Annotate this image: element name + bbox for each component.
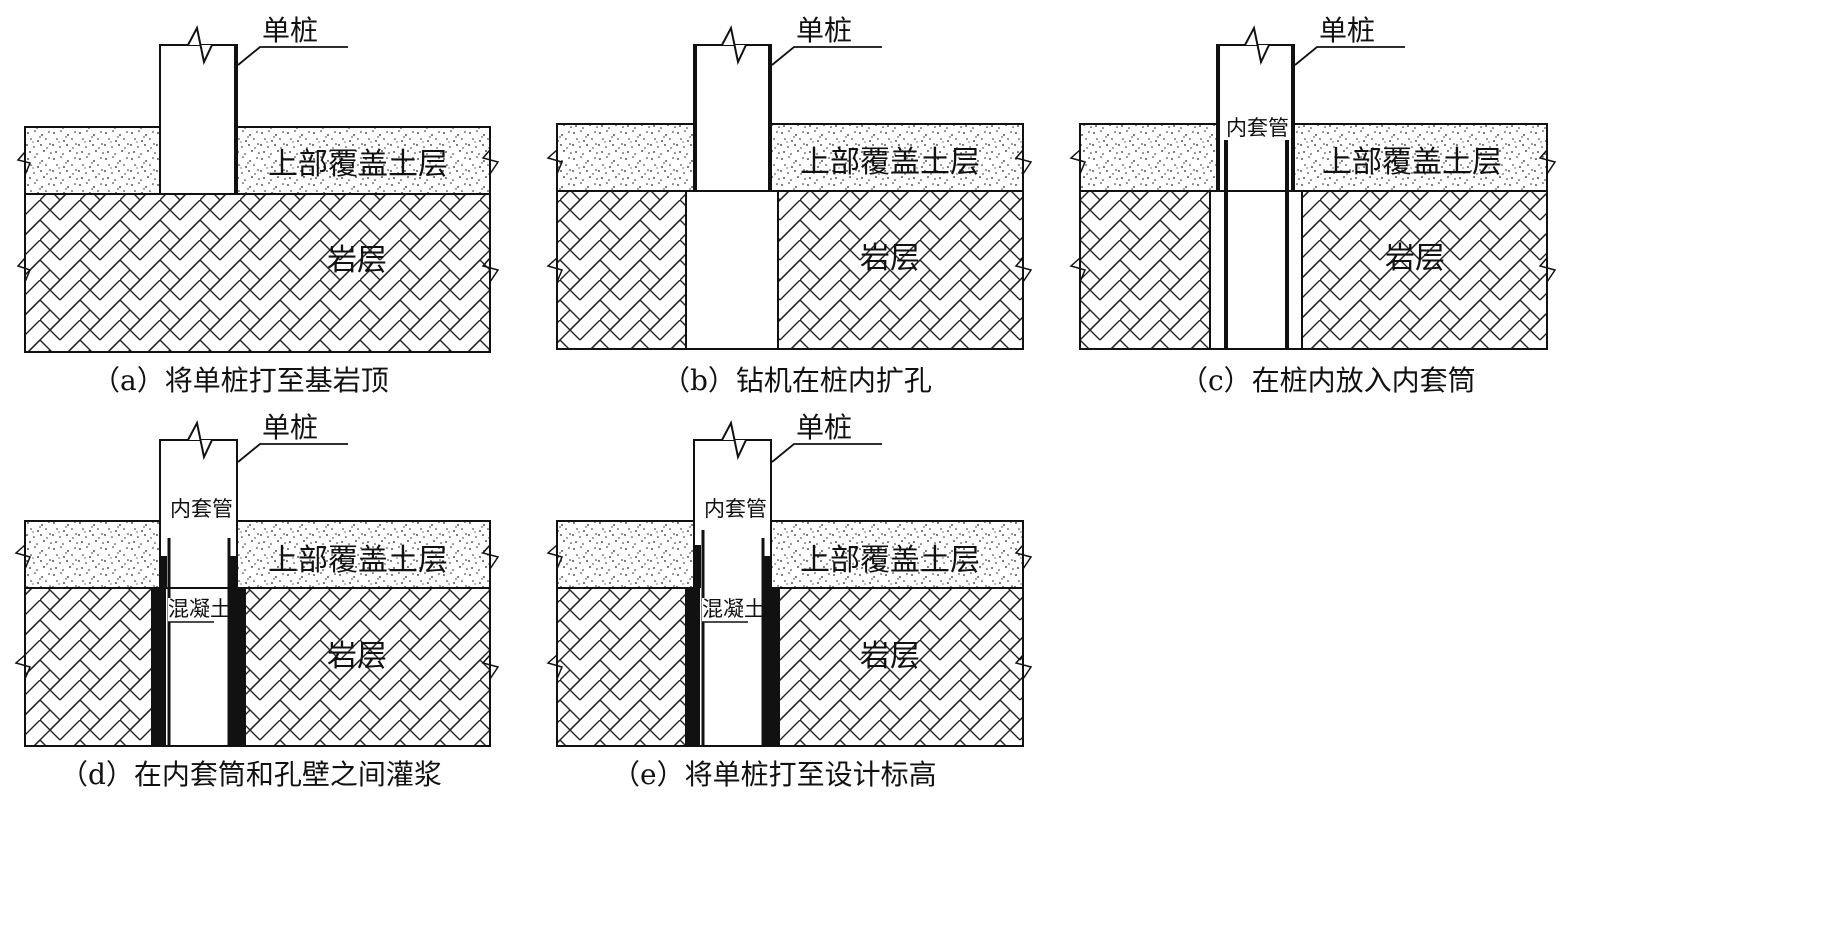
pile-leader (771, 443, 882, 463)
rock-layer (24, 587, 491, 747)
break-line-left (546, 654, 564, 680)
pile-leader (1294, 46, 1405, 66)
break-line-right (1014, 149, 1033, 175)
pile-label: 单桩 (796, 14, 852, 47)
break-line-right (481, 544, 500, 570)
break-line-right (481, 257, 500, 283)
rock-label: 岩层 (1385, 241, 1445, 276)
panel-b: 单桩 上部覆盖土层 岩层 （b）钻机在桩内扩孔 (546, 14, 1033, 397)
concrete-label: 混凝土 (168, 597, 231, 621)
rock-label: 岩层 (860, 639, 920, 674)
pile-break (694, 25, 771, 66)
break-line-right (1014, 544, 1033, 570)
overburden-layer (1079, 123, 1548, 192)
break-line-left (14, 544, 32, 570)
rock-label: 岩层 (327, 243, 387, 278)
overburden-label: 上部覆盖土层 (800, 543, 980, 578)
break-line-left (1069, 257, 1087, 283)
break-line-left (546, 544, 564, 570)
pile-leader (237, 46, 348, 66)
grout-right-upper (230, 556, 237, 588)
pile-break (160, 420, 237, 461)
pile-label: 单桩 (262, 411, 318, 444)
break-line-right (1014, 257, 1033, 283)
panel-a-caption: （a）将单桩打至基岩顶 (92, 364, 389, 397)
panel-d: 内套管 混凝土 单桩 上部覆盖土层 岩层 （d）在内套筒和孔壁之间灌浆 (14, 411, 500, 791)
rock-layer (24, 193, 491, 353)
panel-b-caption: （b）钻机在桩内扩孔 (662, 364, 932, 397)
break-line-left (546, 149, 564, 175)
rock-label: 岩层 (860, 241, 920, 276)
break-line-left (16, 257, 32, 283)
inner-casing-label: 内套管 (1226, 116, 1289, 140)
grout-right (764, 588, 779, 746)
grout-left-upper (160, 556, 167, 588)
pile-label: 单桩 (262, 14, 318, 47)
pile (693, 44, 772, 192)
break-line-right (1014, 654, 1033, 680)
panel-e-caption: （e）将单桩打至设计标高 (612, 758, 937, 791)
rock-layer (556, 190, 1024, 350)
pile-leader (237, 443, 348, 463)
break-line-left (1069, 149, 1087, 175)
grout-left (686, 588, 700, 746)
grout-left (152, 588, 166, 746)
panel-d-caption: （d）在内套筒和孔壁之间灌浆 (60, 758, 442, 791)
break-line-right (1538, 257, 1557, 283)
pile-break (694, 420, 771, 461)
inner-casing-label: 内套管 (704, 497, 767, 521)
pile-label: 单桩 (796, 411, 852, 444)
panel-a: 单桩 上部覆盖土层 岩层 （a）将单桩打至基岩顶 (16, 14, 500, 397)
pile-break (1217, 25, 1294, 66)
panel-c: 内套管 单桩 上部覆盖土层 岩层 （c）在桩内放入内套筒 (1069, 14, 1557, 397)
panel-e: 内套管 混凝土 单桩 上部覆盖土层 岩层 （e）将单桩打至设计标高 (546, 411, 1033, 791)
rock-label: 岩层 (327, 639, 387, 674)
overburden-layer (556, 123, 1024, 192)
pile-label: 单桩 (1319, 14, 1375, 47)
overburden-label: 上部覆盖土层 (268, 543, 448, 578)
break-line-right (481, 149, 500, 175)
pile (693, 439, 772, 747)
overburden-label: 上部覆盖土层 (800, 145, 980, 180)
grout-right-upper (764, 556, 771, 588)
grout-right (230, 588, 245, 746)
break-line-left (14, 654, 32, 680)
break-line-right (1538, 149, 1557, 175)
break-line-right (481, 654, 500, 680)
pile (159, 44, 238, 195)
inner-casing-label: 内套管 (170, 497, 233, 521)
overburden-label: 上部覆盖土层 (268, 147, 448, 182)
pile-break (160, 25, 237, 66)
break-line-left (16, 151, 32, 176)
concrete-label: 混凝土 (702, 597, 765, 621)
overburden-layer (24, 520, 491, 589)
break-line-left (546, 257, 564, 283)
overburden-label: 上部覆盖土层 (1322, 145, 1502, 180)
overburden-layer (556, 520, 1024, 589)
grout-left-upper (694, 545, 701, 588)
pile-leader (771, 46, 882, 66)
drilled-hole (685, 190, 779, 350)
panel-c-caption: （c）在桩内放入内套筒 (1180, 364, 1476, 397)
overburden-layer (24, 126, 491, 195)
rock-layer (1079, 190, 1548, 350)
rock-layer (556, 587, 1024, 747)
